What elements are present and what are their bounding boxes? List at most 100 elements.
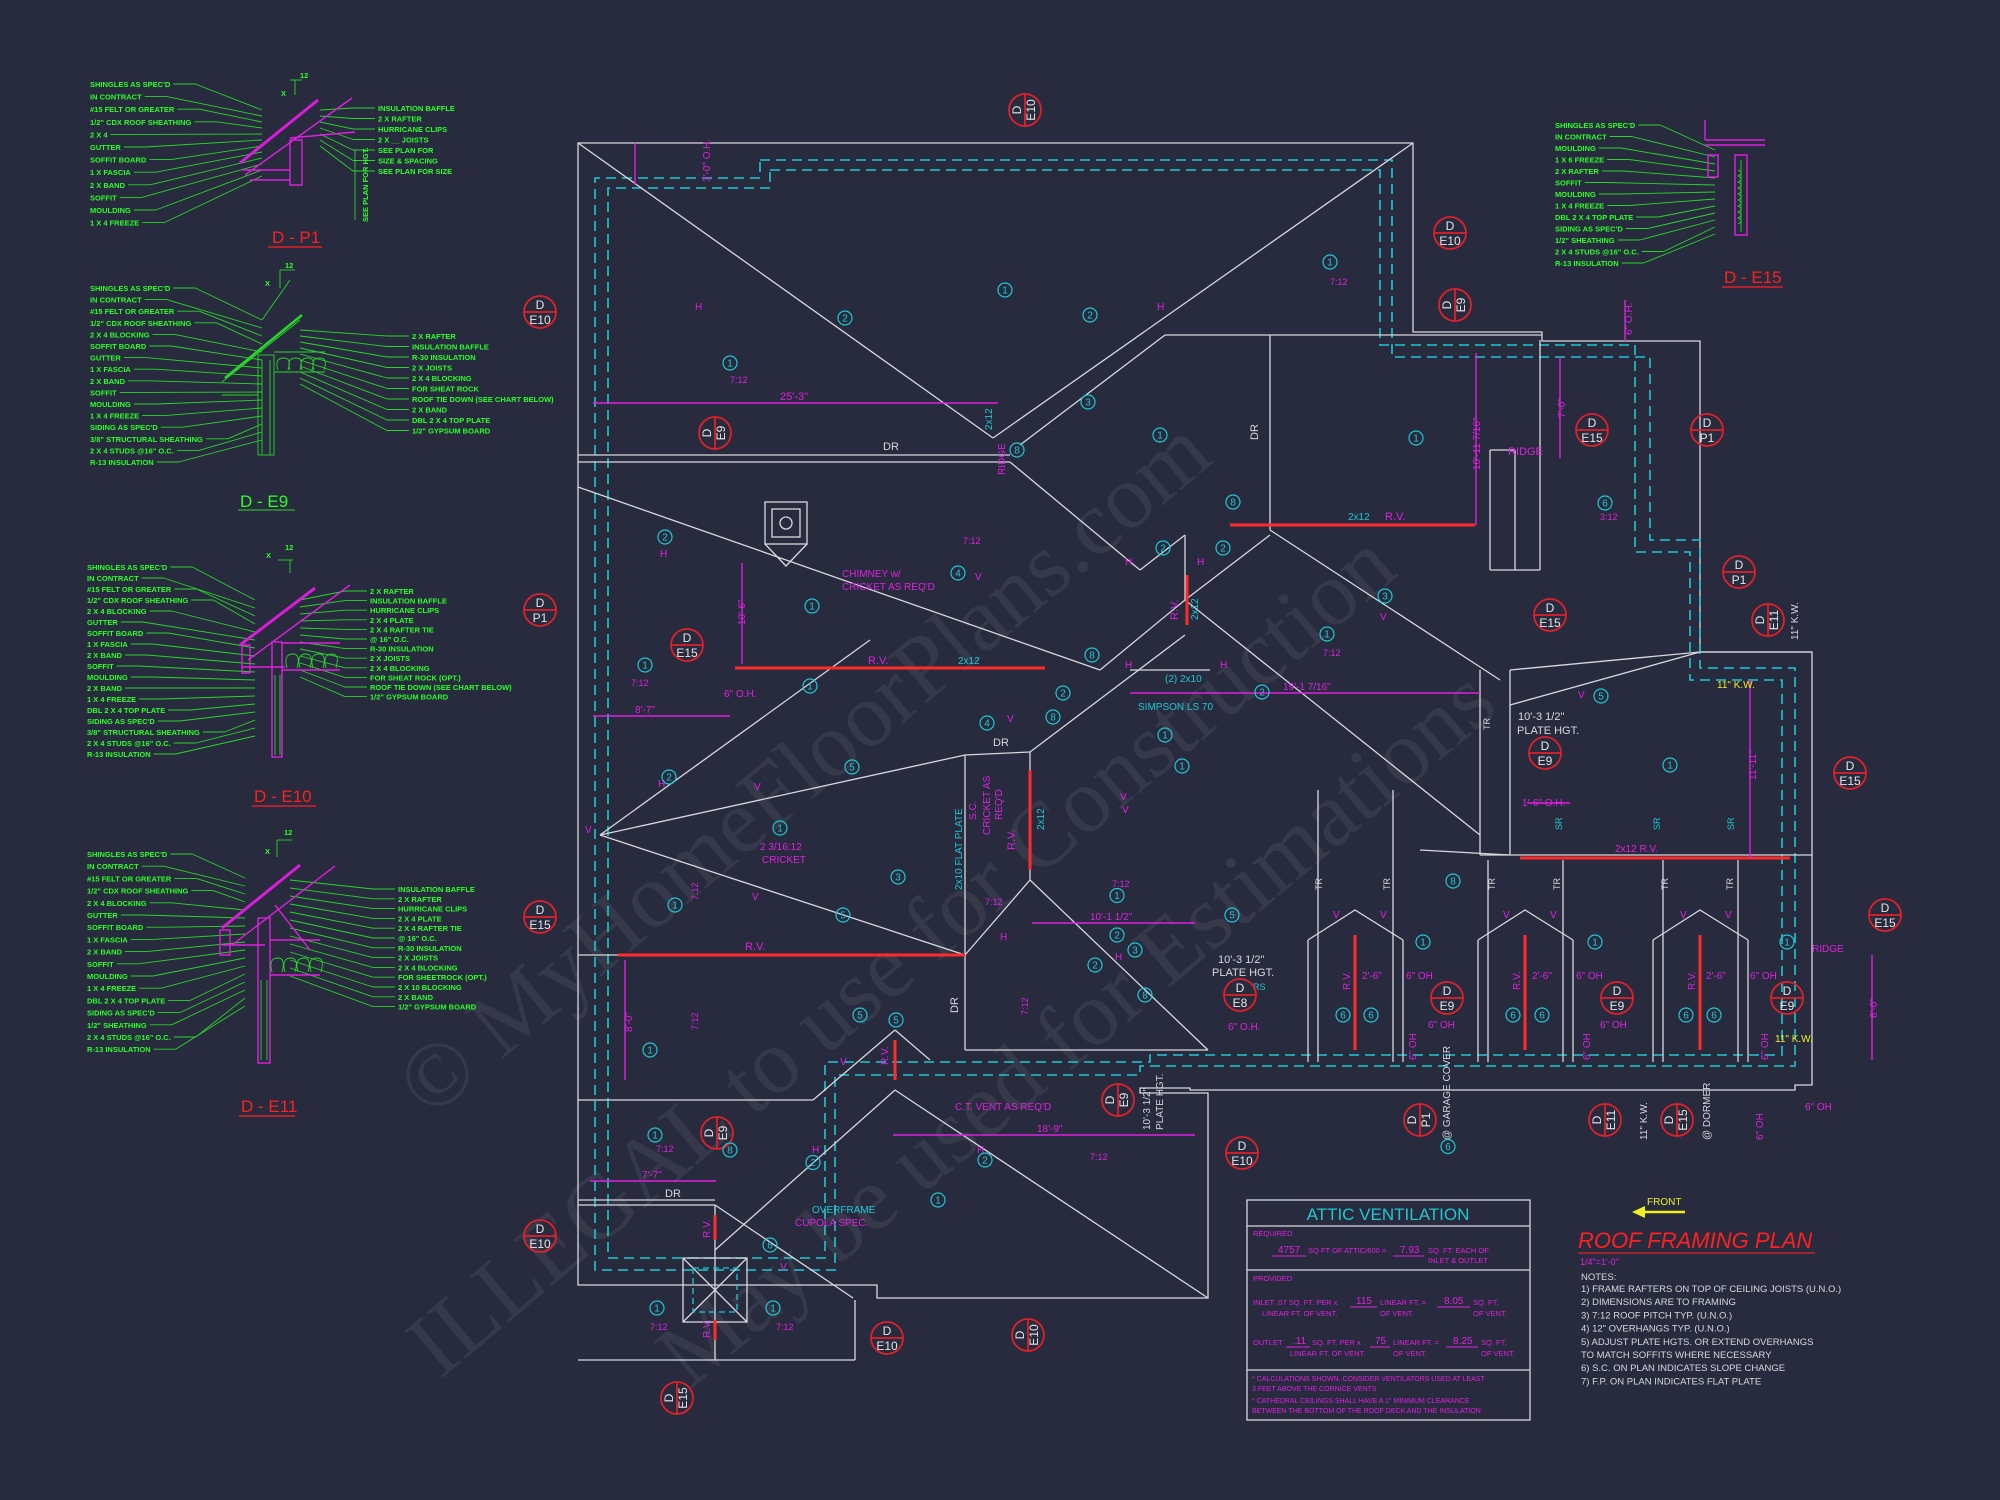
- callout-4[interactable]: 4: [979, 715, 995, 731]
- callout-6[interactable]: 6: [762, 1237, 778, 1253]
- callout-8[interactable]: 8: [1225, 494, 1241, 510]
- callout-2[interactable]: 2: [1087, 957, 1103, 973]
- callout-1[interactable]: 1: [1662, 757, 1678, 773]
- callout-2[interactable]: 2: [1254, 684, 1270, 700]
- callout-1[interactable]: 1: [1779, 934, 1795, 950]
- callout-1[interactable]: 1: [649, 1300, 665, 1316]
- section-tag-p1[interactable]: DP1: [523, 593, 557, 627]
- callout-1[interactable]: 1: [642, 1042, 658, 1058]
- callout-2[interactable]: 2: [1215, 540, 1231, 556]
- callout-2[interactable]: 2: [1055, 685, 1071, 701]
- callout-6[interactable]: 6: [1505, 1007, 1521, 1023]
- detail-p1-label: MOULDING: [90, 206, 131, 215]
- plan-label: 6" O.H.: [1624, 303, 1635, 335]
- section-tag-e9[interactable]: DE9: [1430, 981, 1464, 1015]
- callout-1[interactable]: 1: [1157, 727, 1173, 743]
- callout-1[interactable]: 1: [1152, 427, 1168, 443]
- callout-5[interactable]: 5: [835, 907, 851, 923]
- callout-1[interactable]: 1: [1415, 934, 1431, 950]
- callout-1[interactable]: 1: [647, 1127, 663, 1143]
- callout-2[interactable]: 2: [1109, 927, 1125, 943]
- callout-6[interactable]: 6: [1363, 1007, 1379, 1023]
- callout-5[interactable]: 5: [888, 1012, 904, 1028]
- callout-6[interactable]: 6: [1440, 1138, 1456, 1155]
- callout-1[interactable]: 1: [1109, 887, 1125, 904]
- callout-5[interactable]: 5: [1224, 907, 1240, 923]
- callout-1[interactable]: 1: [722, 355, 738, 371]
- callout-6[interactable]: 6: [1678, 1007, 1694, 1023]
- section-tag-e9[interactable]: DE9: [1600, 981, 1634, 1015]
- callout-8[interactable]: 8: [1445, 873, 1461, 889]
- callout-1[interactable]: 1: [765, 1300, 781, 1316]
- callout-1[interactable]: 1: [1408, 430, 1424, 446]
- callout-3[interactable]: 3: [1377, 588, 1393, 604]
- callout-2[interactable]: 2: [1155, 540, 1171, 556]
- callout-number: 2: [1092, 961, 1098, 972]
- callout-2[interactable]: 2: [661, 769, 677, 785]
- callout-1[interactable]: 1: [802, 678, 818, 694]
- section-tag-id: E15: [676, 1387, 690, 1409]
- section-tag-p1[interactable]: DP1: [1722, 555, 1756, 589]
- callout-2[interactable]: 2: [657, 529, 673, 545]
- callout-3[interactable]: 3: [890, 869, 906, 885]
- callout-1[interactable]: 1: [1322, 254, 1338, 270]
- section-tag-p1[interactable]: DP1: [1690, 413, 1724, 447]
- callout-6[interactable]: 6: [1597, 495, 1613, 511]
- callout-5[interactable]: 5: [844, 759, 860, 775]
- callout-2[interactable]: 2: [977, 1152, 993, 1168]
- callout-6[interactable]: 6: [1335, 1007, 1351, 1023]
- callout-2[interactable]: 2: [837, 310, 853, 326]
- callout-6[interactable]: 6: [1706, 1007, 1722, 1023]
- callout-5[interactable]: 5: [1593, 688, 1609, 704]
- callout-8[interactable]: 8: [1084, 647, 1100, 663]
- callout-6[interactable]: 6: [1534, 1007, 1550, 1023]
- callout-2[interactable]: 2: [1082, 307, 1098, 323]
- section-tag-e9[interactable]: DE9: [1528, 736, 1562, 770]
- callout-4[interactable]: 4: [950, 565, 966, 581]
- callout-3[interactable]: 3: [1127, 942, 1143, 958]
- callout-8[interactable]: 8: [722, 1142, 738, 1158]
- callout-1[interactable]: 1: [772, 820, 788, 836]
- callout-1[interactable]: 1: [1319, 626, 1335, 642]
- callout-1[interactable]: 1: [930, 1192, 946, 1208]
- callout-8[interactable]: 8: [1009, 442, 1025, 458]
- section-tag-e8[interactable]: DE8: [1223, 978, 1257, 1012]
- callout-1[interactable]: 1: [804, 598, 820, 614]
- callout-1[interactable]: 1: [637, 657, 653, 673]
- plan-label: 7:12: [631, 678, 649, 688]
- detail-p1-label: SEE PLAN FOR: [378, 146, 434, 155]
- callout-1[interactable]: 1: [1587, 934, 1603, 950]
- callout-1[interactable]: 1: [667, 897, 683, 913]
- attic-required-text: SQ FT OF ATTIC/600 =: [1308, 1246, 1387, 1255]
- callout-1[interactable]: 1: [997, 282, 1013, 298]
- callout-2[interactable]: 2: [805, 1154, 821, 1171]
- callout-1[interactable]: 1: [1174, 758, 1190, 774]
- callout-3[interactable]: 3: [1080, 394, 1096, 410]
- callout-8[interactable]: 8: [1137, 987, 1153, 1003]
- section-tag-e9[interactable]: DE9: [1770, 981, 1804, 1015]
- callout-5[interactable]: 5: [852, 1007, 868, 1023]
- callout-8[interactable]: 8: [1045, 709, 1061, 725]
